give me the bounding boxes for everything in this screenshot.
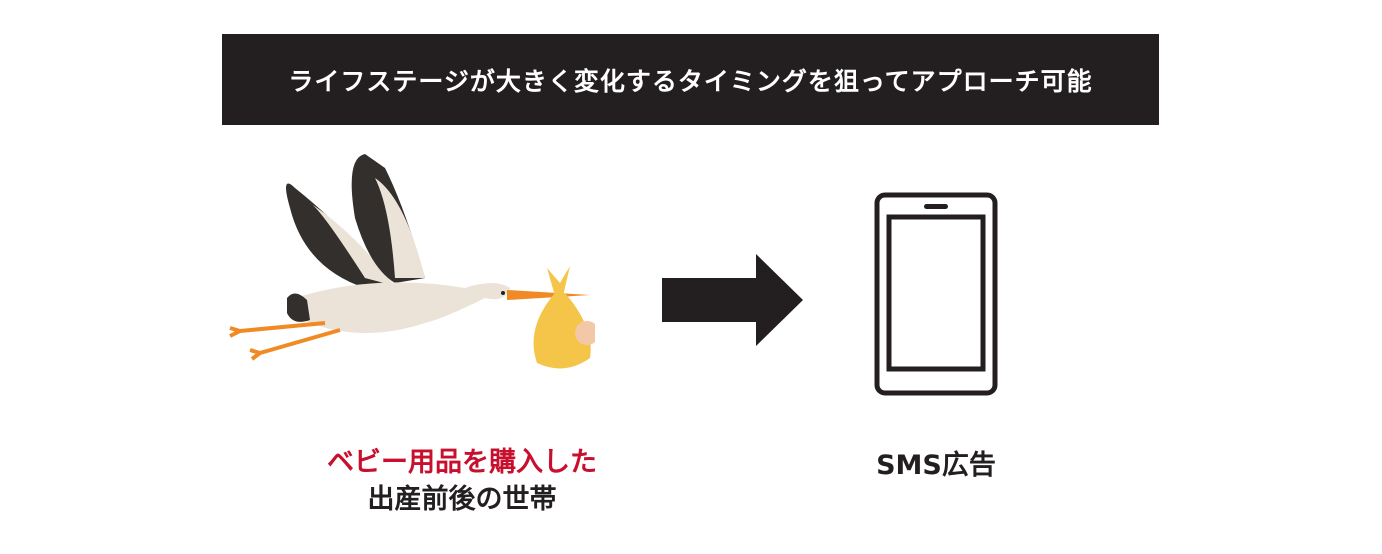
stork-body	[294, 282, 510, 333]
stork-legs	[229, 321, 341, 361]
stork-tail	[287, 293, 310, 322]
target-audience-highlight: ベビー用品を購入した	[327, 447, 597, 478]
target-audience-label: 出産前後の世帯	[367, 484, 557, 515]
headline-text: ライフステージが大きく変化するタイミングを狙ってアプローチ可能	[288, 66, 1093, 96]
sms-ad-label: SMS広告	[876, 450, 996, 481]
smartphone-icon	[874, 192, 998, 396]
headline-banner: ライフステージが大きく変化するタイミングを狙ってアプローチ可能	[222, 34, 1159, 125]
stork-wing-front	[351, 154, 425, 283]
stork-beak	[507, 290, 590, 300]
baby-bundle-icon	[533, 266, 595, 369]
stork-illustration	[229, 154, 595, 369]
stork-wing-back	[286, 183, 395, 288]
right-arrow-icon	[662, 254, 803, 346]
stork-eye	[501, 291, 505, 295]
